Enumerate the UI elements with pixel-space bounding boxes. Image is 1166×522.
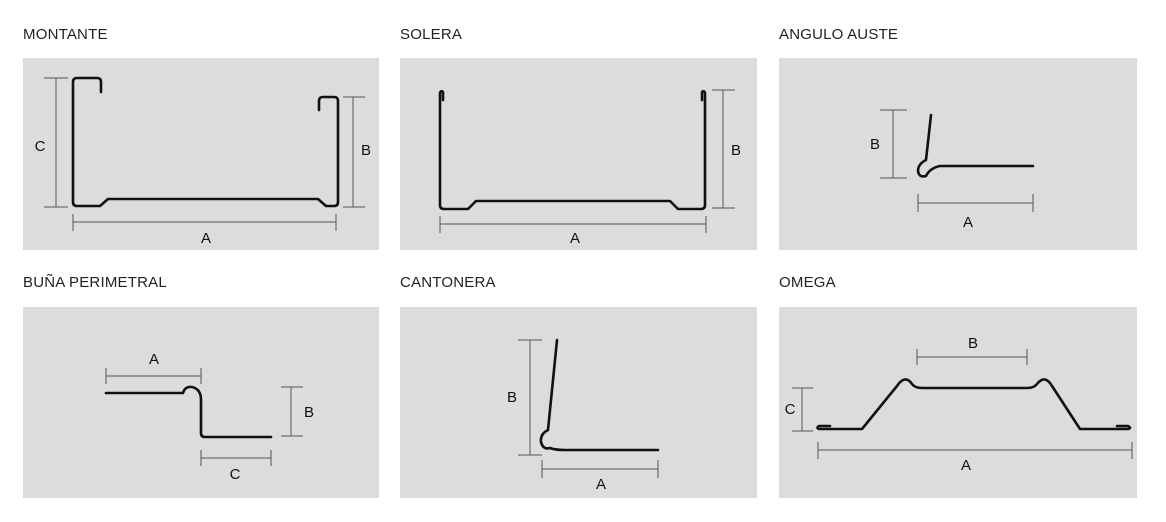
buna-perimetral-dim-b bbox=[281, 386, 303, 437]
solera-profile bbox=[438, 89, 707, 211]
angulo-auste-title: ANGULO AUSTE bbox=[779, 26, 899, 43]
cantonera-panel bbox=[400, 307, 757, 498]
cantonera-title: CANTONERA bbox=[400, 274, 496, 291]
solera-title: SOLERA bbox=[400, 26, 463, 43]
montante-label-a: A bbox=[201, 230, 211, 247]
omega-label-c: C bbox=[785, 401, 796, 418]
solera-dim-a bbox=[439, 216, 707, 233]
montante-title: MONTANTE bbox=[23, 26, 108, 43]
cantonera-profile bbox=[539, 338, 660, 452]
buna-perimetral-label-c: C bbox=[230, 466, 241, 483]
angulo-auste-dim-b bbox=[880, 109, 907, 179]
angulo-auste-diagram: B A bbox=[870, 109, 1035, 231]
omega-diagram: B C A bbox=[785, 335, 1133, 474]
montante-dim-c bbox=[44, 77, 68, 208]
omega-panel bbox=[779, 307, 1137, 498]
solera-label-b: B bbox=[731, 142, 741, 159]
angulo-auste-label-b: B bbox=[870, 136, 880, 153]
omega-label-b: B bbox=[968, 335, 978, 352]
omega-title: OMEGA bbox=[779, 274, 836, 291]
solera-label-a: A bbox=[570, 230, 580, 247]
angulo-auste-panel bbox=[779, 58, 1137, 250]
montante-dim-a bbox=[72, 214, 337, 231]
cantonera-label-b: B bbox=[507, 389, 517, 406]
buna-perimetral-dim-a bbox=[105, 368, 202, 384]
solera-panel bbox=[400, 58, 757, 250]
buna-perimetral-title: BUÑA PERIMETRAL bbox=[23, 274, 167, 291]
buna-perimetral-diagram: A B C bbox=[104, 351, 314, 483]
montante-panel bbox=[23, 58, 379, 250]
cantonera-dim-a bbox=[541, 460, 659, 478]
buna-perimetral-profile bbox=[104, 385, 273, 439]
cantonera-diagram: B A bbox=[507, 338, 660, 493]
angulo-auste-label-a: A bbox=[963, 214, 973, 231]
montante-profile bbox=[71, 76, 340, 208]
omega-label-a: A bbox=[961, 457, 971, 474]
omega-dim-c bbox=[792, 387, 813, 432]
omega-dim-b bbox=[916, 349, 1028, 365]
angulo-auste-dim-a bbox=[917, 194, 1034, 212]
omega-profile bbox=[816, 378, 1132, 431]
buna-perimetral-dim-c bbox=[200, 450, 272, 466]
montante-diagram: C B A bbox=[35, 76, 371, 247]
solera-dim-b bbox=[712, 89, 735, 209]
buna-perimetral-label-a: A bbox=[149, 351, 159, 368]
montante-label-b: B bbox=[361, 142, 371, 159]
cantonera-dim-b bbox=[518, 339, 542, 456]
montante-label-c: C bbox=[35, 138, 46, 155]
montante-dim-b bbox=[343, 96, 365, 208]
solera-diagram: B A bbox=[438, 89, 741, 247]
omega-dim-a bbox=[817, 442, 1133, 459]
cantonera-label-a: A bbox=[596, 476, 606, 493]
angulo-auste-profile bbox=[916, 113, 1035, 178]
buna-perimetral-label-b: B bbox=[304, 404, 314, 421]
